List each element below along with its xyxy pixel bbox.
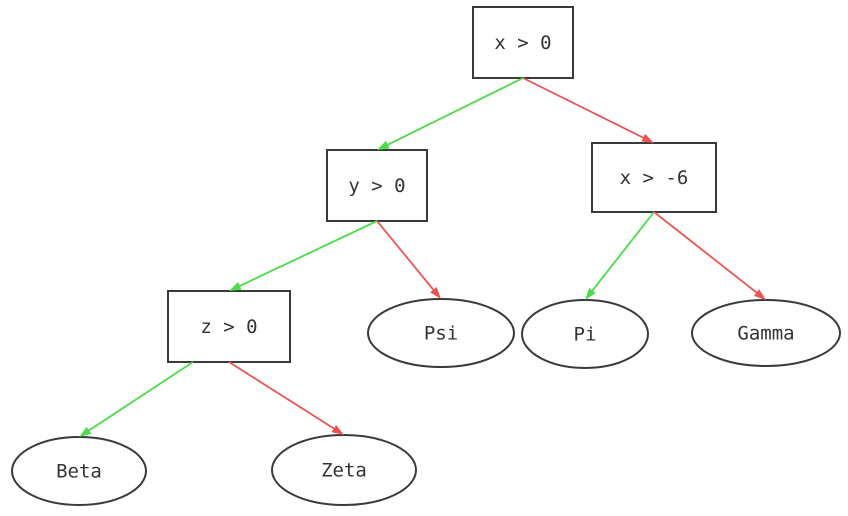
node-label-zeta: Zeta — [321, 460, 367, 482]
node-label-gamma: Gamma — [737, 323, 794, 345]
edge-x-gt-0-x-gt-neg6 — [522, 77, 654, 143]
tree-node-x-gt-0: x > 0 — [472, 6, 574, 79]
condition-node-shape — [472, 6, 574, 79]
condition-node-shape — [326, 149, 428, 222]
arrowhead-icon — [229, 282, 242, 291]
arrowhead-icon — [585, 287, 596, 300]
node-label-x-gt-neg6: x > -6 — [620, 167, 689, 189]
arrowhead-icon — [641, 133, 654, 143]
node-label-psi: Psi — [424, 323, 458, 345]
true-branch-line — [236, 220, 378, 288]
arrowhead-icon — [377, 140, 390, 150]
tree-node-psi: Psi — [367, 298, 515, 368]
true-branch-line — [384, 77, 524, 147]
false-branch-line — [376, 220, 436, 293]
edge-x-gt-0-y-gt-0 — [377, 77, 524, 150]
tree-node-x-gt-neg6: x > -6 — [591, 142, 717, 213]
true-branch-line — [86, 361, 194, 433]
false-branch-line — [653, 211, 760, 296]
edge-x-gt-neg6-pi — [585, 211, 655, 300]
tree-node-zeta: Zeta — [271, 434, 417, 506]
node-label-beta: Beta — [56, 461, 102, 483]
arrowhead-icon — [79, 426, 92, 437]
node-label-z-gt-0: z > 0 — [200, 316, 257, 338]
arrowhead-icon — [331, 425, 344, 435]
true-branch-line — [589, 211, 655, 294]
arrowhead-icon — [753, 289, 766, 300]
node-label-y-gt-0: y > 0 — [348, 175, 405, 197]
false-branch-line — [228, 361, 337, 431]
tree-node-z-gt-0: z > 0 — [167, 290, 291, 363]
edge-x-gt-neg6-gamma — [653, 211, 766, 300]
tree-node-gamma: Gamma — [691, 299, 841, 367]
tree-node-pi: Pi — [521, 299, 649, 369]
edge-z-gt-0-beta — [79, 361, 194, 437]
false-branch-line — [522, 77, 647, 140]
condition-node-shape — [167, 290, 291, 363]
edge-y-gt-0-psi — [376, 220, 441, 299]
arrowhead-icon — [430, 287, 441, 299]
edge-layer — [79, 77, 766, 437]
edge-z-gt-0-zeta — [228, 361, 344, 435]
node-label-x-gt-0: x > 0 — [494, 32, 551, 54]
tree-node-beta: Beta — [11, 436, 147, 506]
node-label-pi: Pi — [574, 324, 597, 346]
tree-node-y-gt-0: y > 0 — [326, 149, 428, 222]
edge-y-gt-0-z-gt-0 — [229, 220, 378, 291]
